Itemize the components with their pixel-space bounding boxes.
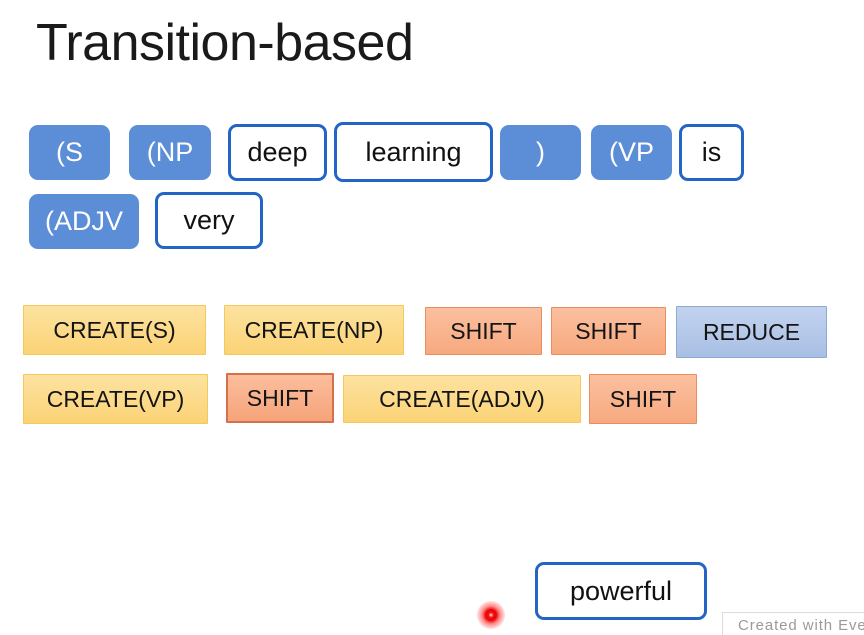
stack-token: (S — [29, 125, 110, 180]
stack-token: learning — [334, 122, 493, 182]
action-chip-label: CREATE(VP) — [46, 385, 185, 412]
stack-token: (NP — [129, 125, 211, 180]
action-chip: REDUCE — [676, 306, 827, 358]
stack-token-label: learning — [365, 136, 462, 167]
stack-token-label: very — [183, 205, 235, 235]
stack-token: (VP — [591, 125, 672, 180]
action-chip: CREATE(ADJV) — [343, 375, 581, 423]
stack-token-label: (ADJV — [44, 206, 123, 236]
action-chip: SHIFT — [425, 307, 542, 355]
action-chip-label: CREATE(NP) — [244, 316, 384, 343]
watermark-banner: Created with Ever — [722, 612, 864, 635]
action-chip: SHIFT — [551, 307, 666, 355]
stack-token-label: ) — [536, 137, 545, 167]
action-chip: SHIFT — [589, 374, 697, 424]
stack-token-label: (VP — [608, 137, 654, 167]
stack-token-label: deep — [247, 137, 308, 167]
buffer-word: powerful — [535, 562, 707, 620]
action-chip: SHIFT — [226, 373, 334, 423]
stack-token: very — [155, 192, 263, 249]
red-pointer-dot-icon — [477, 601, 505, 629]
stack-token: is — [679, 124, 744, 181]
stack-token: ) — [500, 125, 581, 180]
action-chip-label: CREATE(ADJV) — [379, 385, 545, 412]
page-title: Transition-based — [36, 14, 414, 72]
stack-token-label: (NP — [146, 137, 194, 167]
action-chip-label: SHIFT — [450, 317, 517, 344]
stack-token: (ADJV — [29, 194, 139, 249]
buffer-word-label: powerful — [569, 575, 673, 606]
action-chip-label: REDUCE — [702, 318, 801, 345]
stack-token: deep — [228, 124, 327, 181]
action-chip-label: SHIFT — [575, 317, 642, 344]
action-chip-label: CREATE(S) — [53, 316, 176, 343]
action-chip-label: SHIFT — [609, 385, 677, 412]
stack-token-label: is — [701, 137, 722, 167]
watermark-label: Created with Ever — [738, 617, 864, 634]
action-chip: CREATE(VP) — [23, 374, 208, 424]
action-chip: CREATE(S) — [23, 305, 206, 355]
action-chip: CREATE(NP) — [224, 305, 404, 355]
stack-token-label: (S — [56, 137, 83, 167]
action-chip-label: SHIFT — [246, 384, 314, 411]
